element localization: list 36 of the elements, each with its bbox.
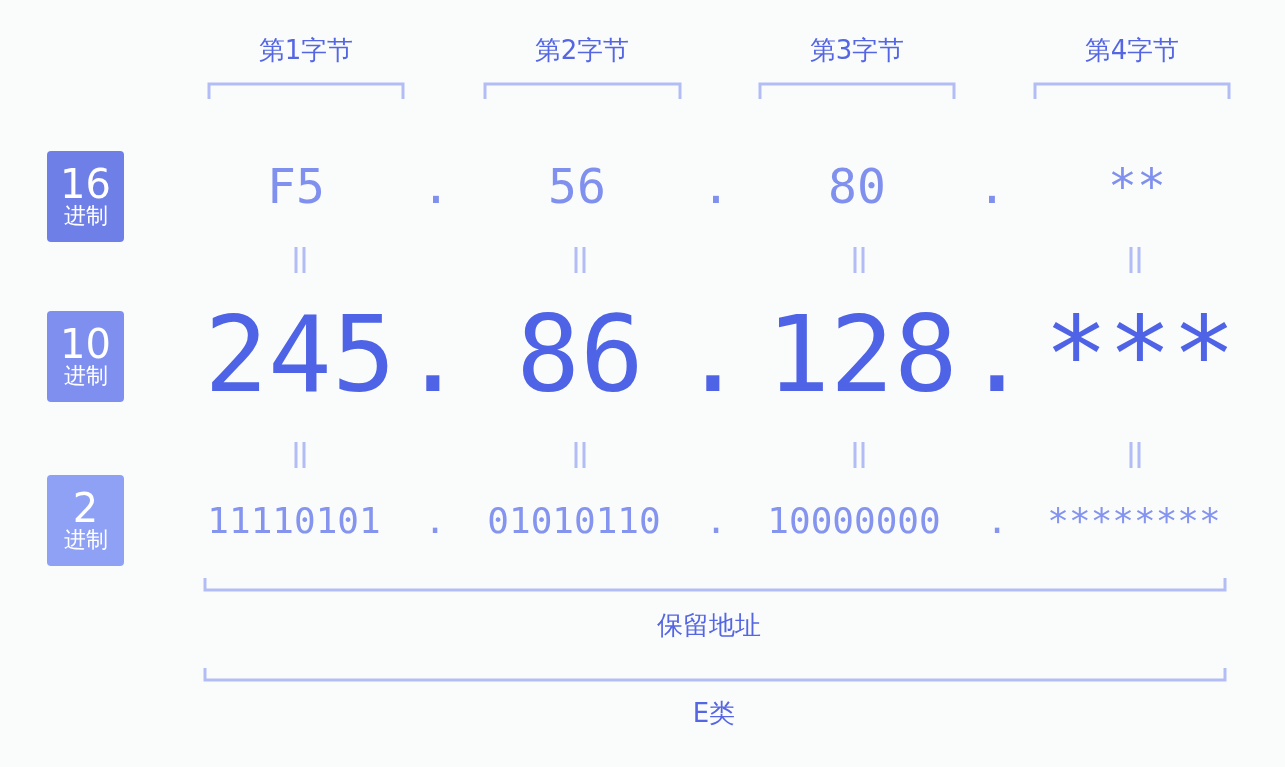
base-label: 进制 (62, 365, 109, 387)
binary-value: ******** (1047, 503, 1221, 539)
separator-dot: . (424, 503, 446, 539)
separator-dot: . (977, 162, 1007, 210)
base-number: 16 (59, 164, 112, 204)
hex-value: F5 (267, 162, 325, 210)
column-heading: 第3字节 (809, 37, 905, 63)
base-label: 进制 (62, 529, 109, 551)
separator-dot: . (965, 302, 1029, 408)
base-badge (47, 475, 124, 566)
separator-dot: . (681, 302, 745, 408)
column-heading: 第1字节 (258, 37, 354, 63)
binary-value: 01010110 (487, 503, 661, 539)
column-heading: 第4字节 (1084, 37, 1180, 63)
binary-value: 10000000 (767, 503, 941, 539)
base-number: 10 (59, 324, 112, 364)
hex-value: ** (1108, 162, 1166, 210)
decimal-value: *** (1044, 302, 1236, 408)
separator-dot: . (401, 302, 465, 408)
bracket-label: 保留地址 (657, 612, 761, 638)
base-badge (47, 151, 124, 242)
bracket-label: E类 (692, 700, 736, 726)
decimal-value: 245 (204, 302, 396, 408)
column-heading: 第2字节 (534, 37, 630, 63)
separator-dot: . (986, 503, 1008, 539)
hex-value: 80 (828, 162, 886, 210)
hex-value: 56 (548, 162, 606, 210)
binary-value: 11110101 (207, 503, 381, 539)
decimal-value: 86 (516, 302, 644, 408)
base-label: 进制 (62, 205, 109, 227)
decimal-value: 128 (766, 302, 958, 408)
base-number: 2 (72, 488, 99, 528)
separator-dot: . (705, 503, 727, 539)
base-badge (47, 311, 124, 402)
separator-dot: . (701, 162, 731, 210)
separator-dot: . (421, 162, 451, 210)
